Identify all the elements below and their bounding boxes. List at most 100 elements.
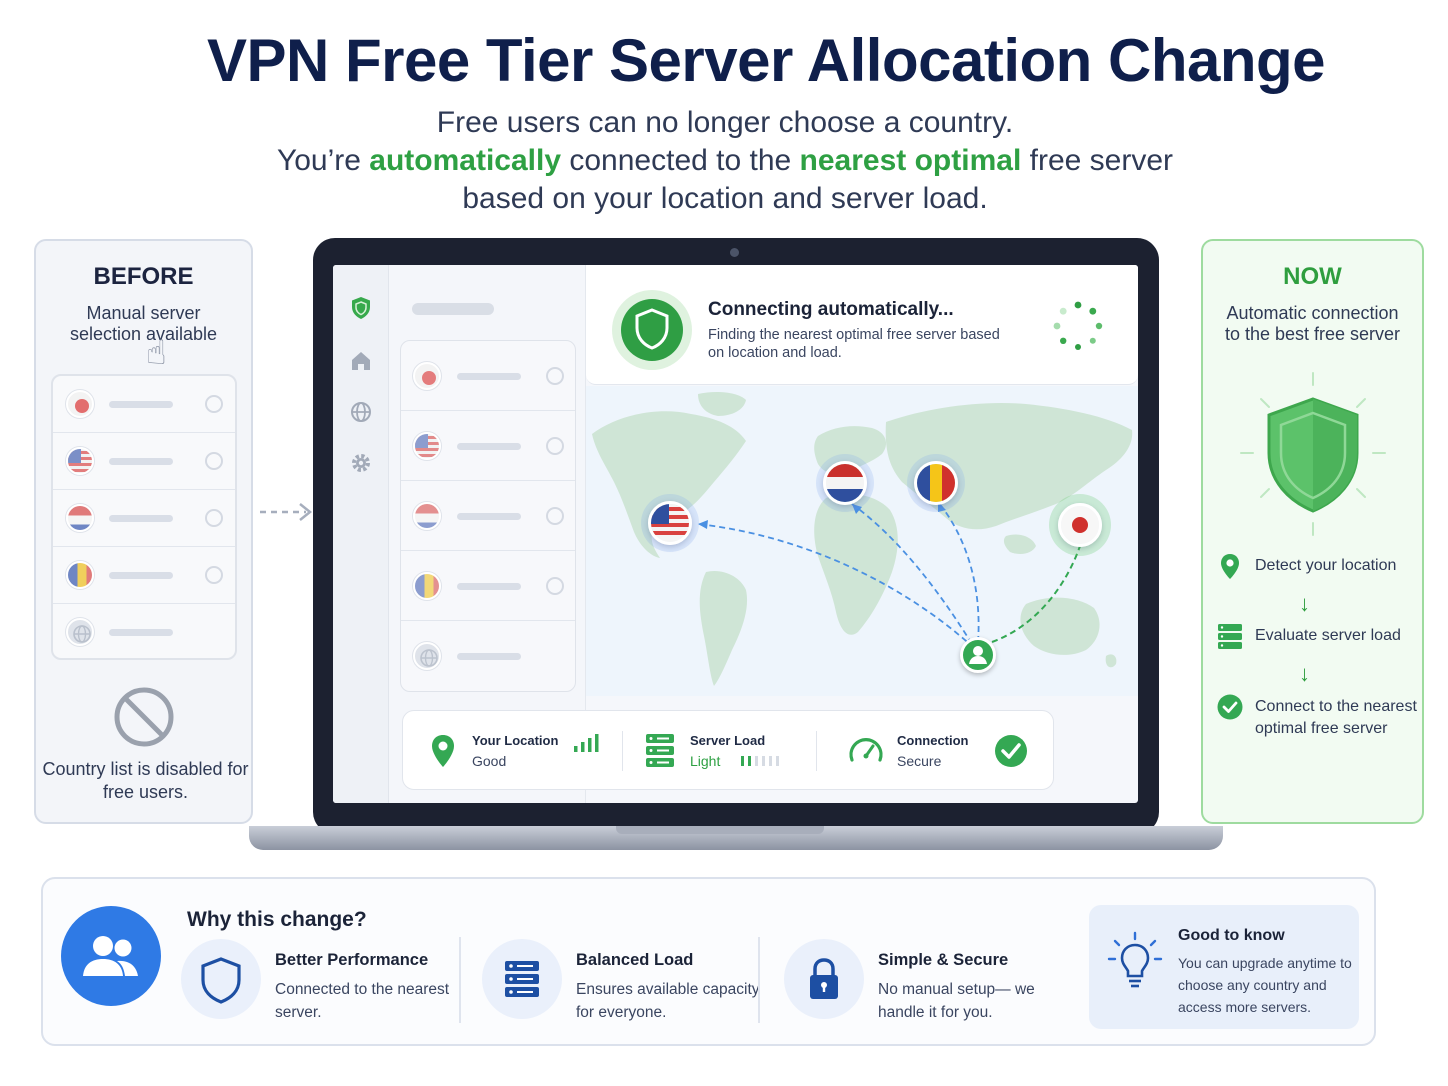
list-item: [401, 411, 575, 481]
radio-button: [546, 437, 564, 455]
japan-flag-icon: [66, 390, 94, 418]
app-sidebar: [333, 265, 389, 803]
step-label: Connect to the nearest optimal free serv…: [1255, 698, 1417, 737]
before-subheading: Manual server selection available: [69, 303, 218, 344]
radio-button: [205, 566, 223, 584]
list-item: [401, 481, 575, 551]
disabled-icon: [114, 687, 174, 747]
page-title: VPN Free Tier Server Allocation Change: [206, 27, 1326, 94]
before-heading: BEFORE: [93, 263, 194, 290]
globe-icon[interactable]: [348, 399, 374, 425]
users-group-icon: [61, 906, 161, 1006]
list-item: [53, 547, 235, 604]
server-icon: [1218, 624, 1242, 649]
subtitle-text: You’re: [276, 144, 370, 177]
connecting-card: Connecting automatically... Finding the …: [586, 265, 1138, 385]
placeholder-bar: [457, 653, 521, 660]
japan-flag-icon: [413, 362, 441, 390]
connecting-title: Connecting automatically...: [708, 299, 954, 320]
radio-button: [546, 367, 564, 385]
loading-spinner-icon: [1053, 301, 1103, 350]
why-title: Why this change?: [187, 908, 367, 931]
placeholder-bar: [457, 583, 521, 590]
netherlands-flag-icon: [413, 502, 441, 530]
location-pin-icon: [432, 735, 454, 767]
usa-flag-icon: [413, 432, 441, 460]
connecting-subtitle: Finding the nearest optimal free server …: [708, 327, 1000, 361]
feature-title: Better Performance: [275, 951, 429, 969]
divider: [816, 731, 817, 771]
usa-flag-icon: [66, 447, 94, 475]
japan-server-pin[interactable]: [1058, 503, 1102, 547]
pointer-hand-icon: ☝: [146, 334, 167, 372]
radio-button: [205, 395, 223, 413]
divider: [459, 937, 461, 1023]
location-value: Good: [472, 753, 507, 769]
location-pin-icon: [1221, 554, 1239, 579]
placeholder-bar: [109, 629, 173, 636]
signal-bars-icon: [574, 734, 599, 752]
server-load-label: Server Load: [690, 733, 766, 748]
placeholder-bar: [109, 401, 173, 408]
step-label: Evaluate server load: [1255, 627, 1401, 644]
feature-title: Balanced Load: [576, 951, 694, 969]
why-this-change-bar: Why this change? Better Performance Conn…: [41, 877, 1376, 1046]
shield-logo-icon[interactable]: [348, 295, 374, 321]
laptop-notch: [616, 826, 824, 834]
list-header-placeholder: [412, 303, 494, 315]
home-icon[interactable]: [348, 348, 374, 374]
radio-button: [205, 452, 223, 470]
connection-label: Connection: [897, 733, 969, 748]
now-panel: NOW Automatic connection to the best fre…: [1201, 239, 1424, 824]
gear-icon[interactable]: [348, 450, 374, 476]
placeholder-bar: [457, 513, 521, 520]
usa-server-pin[interactable]: [648, 501, 692, 545]
load-meter-icon: [741, 756, 779, 766]
check-circle-icon: [995, 735, 1027, 767]
highlight-automatically: automatically: [369, 144, 562, 177]
shield-icon: [181, 939, 261, 1019]
globe-icon: [413, 642, 441, 670]
romania-flag-icon: [66, 561, 94, 589]
divider: [758, 937, 760, 1023]
subtitle-line-2: You’re automatically connected to the ne…: [200, 142, 1250, 180]
step-label: Detect your location: [1255, 557, 1397, 574]
globe-icon: [66, 618, 94, 646]
subtitle-line-3: based on your location and server load.: [462, 182, 988, 215]
now-heading: NOW: [1283, 263, 1342, 290]
country-list-disabled: [51, 374, 237, 660]
placeholder-bar: [109, 515, 173, 522]
placeholder-bar: [109, 458, 173, 465]
webcam: [730, 248, 739, 257]
good-to-know-desc: You can upgrade anytime to choose any co…: [1178, 955, 1352, 1015]
placeholder-bar: [457, 443, 521, 450]
location-label: Your Location: [472, 733, 559, 748]
now-subheading: Automatic connection to the best free se…: [1224, 303, 1401, 344]
server-icon: [646, 734, 674, 767]
list-item: [401, 341, 575, 411]
good-to-know-card: Good to know You can upgrade anytime to …: [1089, 905, 1359, 1029]
before-panel: BEFORE Manual server selection available…: [34, 239, 253, 824]
list-item: [53, 376, 235, 433]
server-load-value: Light: [690, 753, 721, 769]
feature-desc: No manual setup— we handle it for you.: [878, 981, 1035, 1021]
connection-value: Secure: [897, 753, 942, 769]
placeholder-bar: [457, 373, 521, 380]
feature-title: Simple & Secure: [878, 951, 1009, 969]
page-subtitle: Free users can no longer choose a countr…: [200, 104, 1250, 218]
divider: [622, 731, 623, 771]
speedometer-icon: [849, 738, 883, 762]
subtitle-text: connected to the: [561, 144, 800, 177]
arrow-down-icon: ↓: [1299, 591, 1310, 616]
feature-desc: Ensures available capacity for everyone.: [576, 981, 760, 1021]
romania-server-pin[interactable]: [914, 461, 958, 505]
disabled-note: Country list is disabled for free users.: [42, 759, 249, 802]
feature-desc: Connected to the nearest server.: [275, 981, 450, 1021]
lightbulb-icon: [1107, 931, 1163, 988]
lock-icon: [784, 939, 864, 1019]
radio-button: [205, 509, 223, 527]
netherlands-flag-icon: [66, 504, 94, 532]
netherlands-server-pin[interactable]: [823, 461, 867, 505]
highlight-nearest-optimal: nearest optimal: [799, 144, 1022, 177]
list-item: [401, 551, 575, 621]
